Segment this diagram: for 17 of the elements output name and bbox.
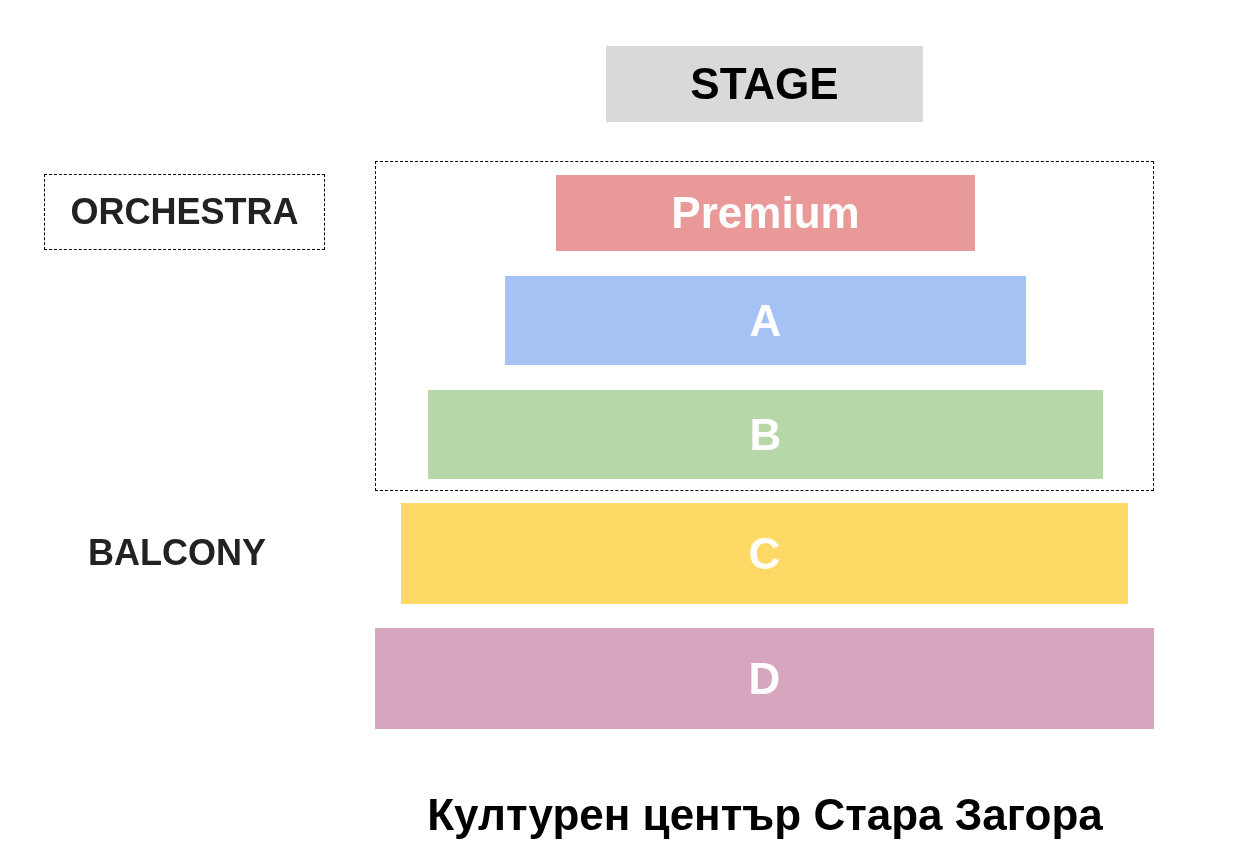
- section-label: D: [748, 653, 781, 704]
- seating-tier: [556, 175, 975, 251]
- orchestra-region: [375, 161, 1154, 491]
- seating-tier: [401, 503, 1128, 604]
- seating-tier: [505, 276, 1026, 365]
- section-label: Premium: [671, 188, 860, 238]
- section-label: STAGE: [690, 59, 839, 109]
- section-title: BALCONY: [88, 532, 266, 574]
- seating-tier: [375, 628, 1154, 729]
- seating-tier: [428, 390, 1103, 479]
- section-label: B: [749, 409, 782, 460]
- section-label: C: [748, 528, 781, 579]
- section-label: ORCHESTRA: [70, 191, 299, 233]
- section-title-box: [44, 174, 325, 250]
- stage-block: [606, 46, 923, 122]
- venue-caption: Културен център Стара Загора: [427, 790, 1103, 840]
- section-label: A: [749, 295, 782, 346]
